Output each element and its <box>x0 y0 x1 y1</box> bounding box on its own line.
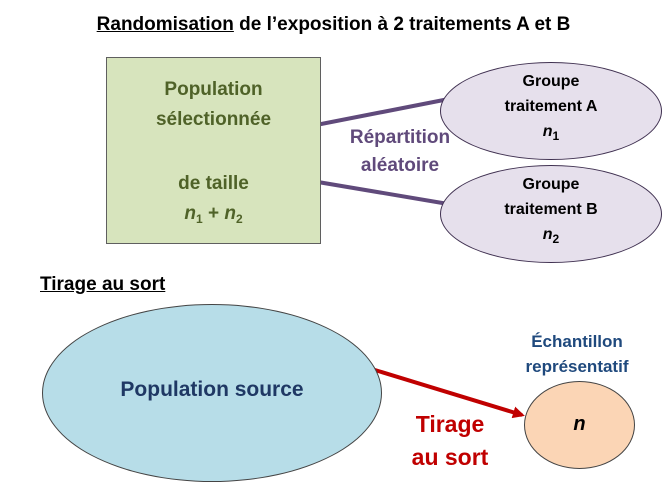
title-rest: de l’exposition à 2 traitements A et B <box>233 14 571 35</box>
group-a-ellipse <box>440 62 662 160</box>
population-line2: sélectionnée <box>155 109 272 130</box>
sample-label: Échantillon représentatif <box>525 332 629 376</box>
arrow-to-group-b <box>305 178 466 207</box>
population-label: Population sélectionnée <box>106 75 321 135</box>
population-line3: de taille <box>178 173 249 194</box>
page-title: Randomisation de l’exposition à 2 traite… <box>0 14 667 36</box>
arrow-to-group-a <box>305 97 459 129</box>
sample-n: n <box>573 413 586 435</box>
group-b-label: Groupe traitement B n2 <box>504 176 598 246</box>
repartition-label: Répartition aléatoire <box>349 127 451 176</box>
population-size-formula: n1 + n2 <box>184 203 243 226</box>
population-source-ellipse <box>42 304 382 482</box>
population-source-label: Population source <box>120 378 304 401</box>
sample-ellipse <box>524 381 635 469</box>
section-title: Tirage au sort <box>40 274 166 295</box>
group-b-ellipse <box>440 165 662 263</box>
population-line1: Population <box>164 79 263 100</box>
title-underlined: Randomisation <box>96 14 234 35</box>
population-size: de taille n1 + n2 <box>106 169 321 234</box>
population-box <box>106 57 321 244</box>
group-a-label: Groupe traitement A n1 <box>504 73 598 143</box>
tirage-label: Tirage au sort <box>411 411 489 470</box>
